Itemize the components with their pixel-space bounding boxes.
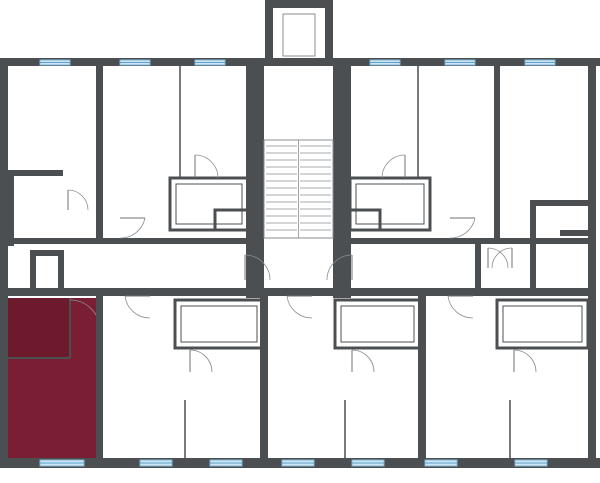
window bbox=[139, 459, 173, 467]
window bbox=[39, 59, 71, 66]
wall-north bbox=[0, 58, 600, 66]
window bbox=[119, 59, 151, 66]
south-bathrooms bbox=[173, 298, 590, 458]
wall-h-west-closet bbox=[8, 170, 63, 176]
bathroom-sw bbox=[173, 298, 265, 350]
wall-v-stair-east bbox=[333, 58, 351, 298]
north-bathrooms bbox=[168, 66, 432, 232]
wall-v-south-3 bbox=[418, 296, 426, 458]
window bbox=[444, 59, 476, 66]
highlighted-unit-bathroom[interactable] bbox=[8, 298, 70, 358]
wall-h-corridor-south bbox=[8, 288, 588, 296]
window bbox=[209, 459, 243, 467]
bathroom-nw-shower bbox=[213, 208, 250, 232]
bathroom-se-fixture bbox=[502, 305, 583, 343]
bathroom-s-fixture bbox=[340, 305, 415, 343]
windows-south bbox=[39, 459, 548, 467]
window bbox=[424, 459, 458, 467]
bathroom-nw-fixture bbox=[175, 183, 243, 225]
window bbox=[369, 59, 401, 66]
staircase-steps bbox=[266, 145, 331, 231]
wall-v-north-4 bbox=[494, 58, 500, 238]
bathroom-nw bbox=[168, 176, 250, 232]
wall-east bbox=[588, 58, 596, 468]
highlighted-unit[interactable] bbox=[8, 298, 101, 460]
door[interactable] bbox=[491, 247, 513, 269]
wall-v-shaft-left bbox=[30, 250, 36, 290]
window bbox=[351, 459, 385, 467]
interior-walls bbox=[8, 58, 588, 458]
window bbox=[194, 59, 226, 66]
door[interactable] bbox=[244, 254, 271, 281]
wall-v-east-corridor bbox=[475, 242, 481, 292]
bathroom-ne bbox=[348, 176, 432, 232]
wall-h-corridor-north-east bbox=[351, 238, 588, 244]
door[interactable] bbox=[513, 349, 537, 373]
door[interactable] bbox=[119, 217, 146, 239]
wall-h-east-closet bbox=[530, 200, 588, 206]
bathroom-ne-fixture bbox=[355, 183, 425, 225]
door[interactable] bbox=[194, 154, 219, 179]
bathroom-sw-fixture bbox=[180, 305, 258, 343]
wall-h-east-closet-2 bbox=[560, 230, 588, 236]
stair-tower bbox=[265, 0, 333, 60]
wall-h-corridor-north-west bbox=[8, 238, 246, 244]
stair-tower-interior bbox=[273, 8, 325, 60]
wall-v-west-closet bbox=[8, 176, 14, 246]
door[interactable] bbox=[487, 247, 509, 269]
bathroom-s bbox=[333, 298, 422, 350]
door[interactable] bbox=[447, 295, 474, 319]
window bbox=[514, 459, 548, 467]
wall-h-shaft-top bbox=[30, 250, 64, 256]
door[interactable] bbox=[326, 254, 353, 281]
stair-tower-landing bbox=[282, 13, 316, 57]
door[interactable] bbox=[286, 295, 313, 319]
door[interactable] bbox=[67, 189, 89, 211]
bathroom-se bbox=[495, 298, 590, 350]
wall-v-east-closet bbox=[530, 200, 536, 290]
windows-north bbox=[39, 59, 556, 66]
door[interactable] bbox=[449, 217, 476, 239]
window bbox=[281, 459, 315, 467]
staircase bbox=[263, 139, 334, 239]
door[interactable] bbox=[381, 154, 406, 179]
wall-v-stair-west bbox=[246, 58, 264, 298]
wall-v-north-1 bbox=[96, 58, 103, 238]
bathroom-ne-shower bbox=[348, 208, 382, 232]
door[interactable] bbox=[124, 295, 151, 319]
wall-west bbox=[0, 58, 8, 468]
window bbox=[524, 59, 556, 66]
door[interactable] bbox=[351, 349, 375, 373]
wall-v-shaft-right bbox=[58, 250, 64, 290]
wall-v-south-1 bbox=[96, 296, 103, 458]
doors bbox=[67, 154, 537, 373]
wall-v-south-2 bbox=[260, 296, 268, 458]
door[interactable] bbox=[189, 349, 213, 373]
window bbox=[39, 459, 85, 467]
